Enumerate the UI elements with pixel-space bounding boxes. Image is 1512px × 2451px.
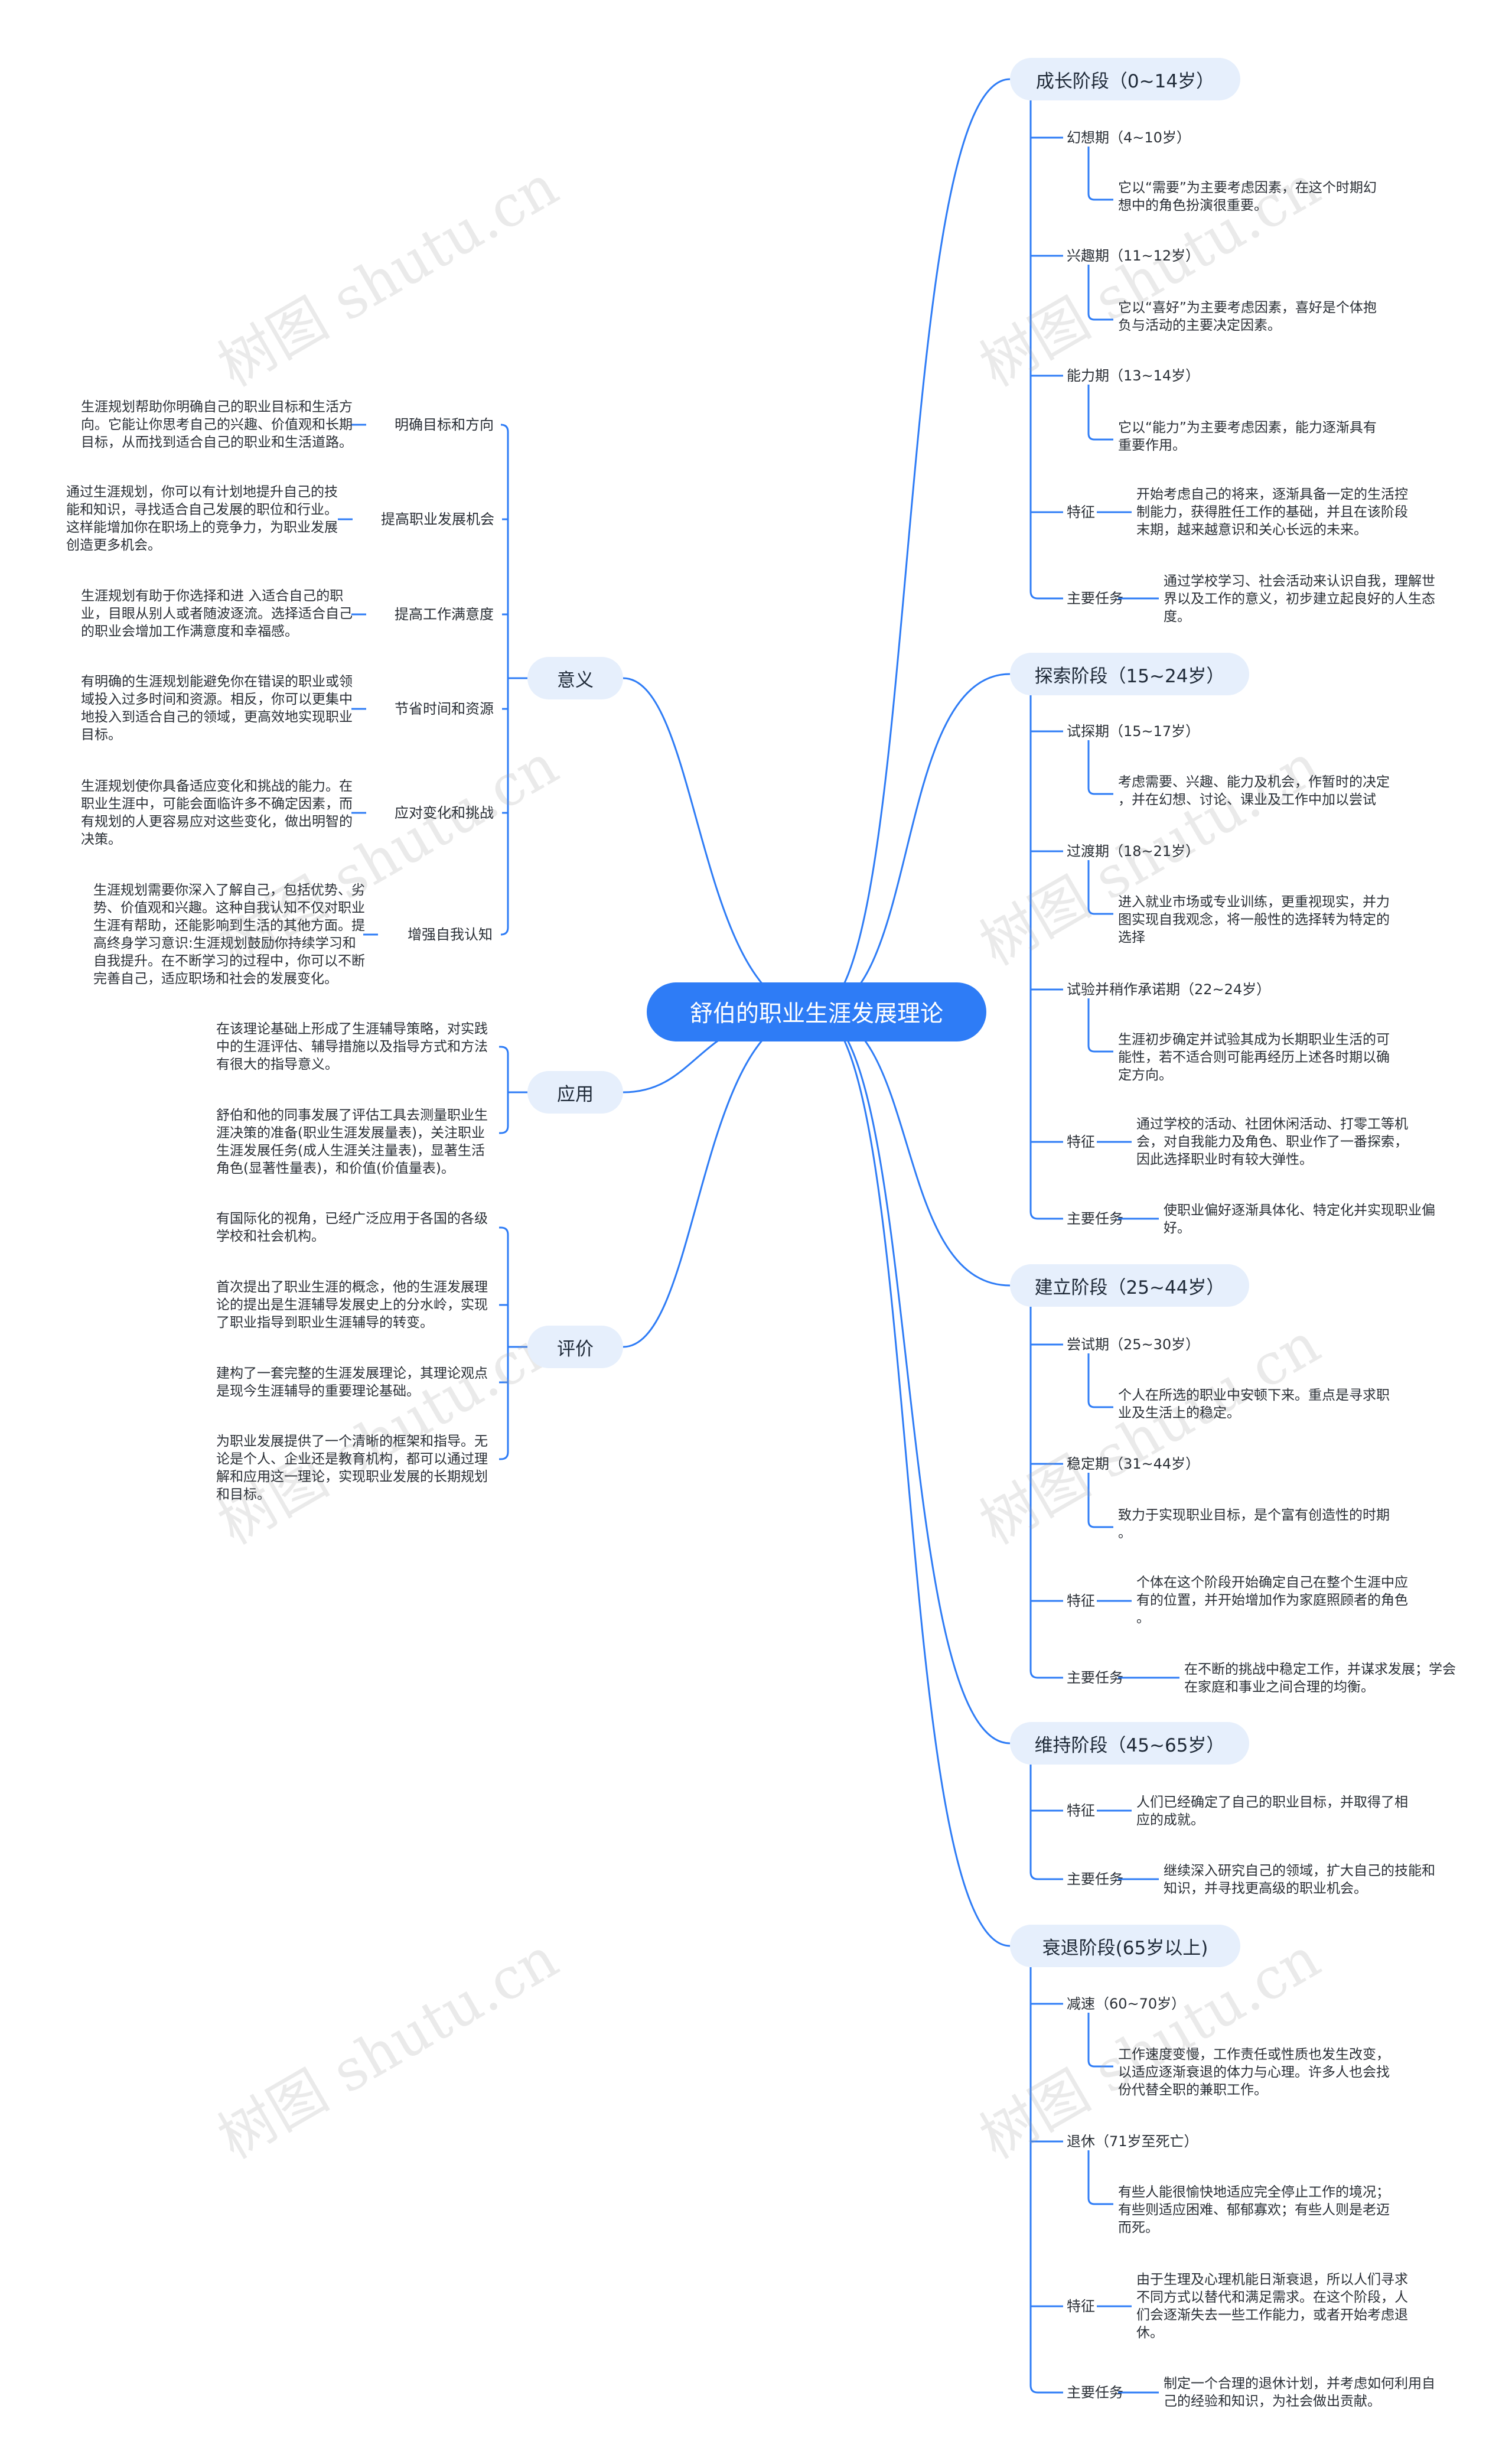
growth-interest[interactable]: 兴趣期（11~12岁） (1067, 248, 1200, 264)
application-item-2: 舒伯和他的同事发展了评估工具去测量职业生 涯决策的准备(职业生涯发展量表)，关注… (216, 1108, 488, 1176)
maintain-task[interactable]: 主要任务 (1067, 1871, 1123, 1887)
root-link-left-0 (623, 677, 816, 1013)
decline-task[interactable]: 主要任务 (1067, 2384, 1123, 2401)
root-link-right-1 (814, 673, 1011, 1013)
meaning-saving-text: 有明确的生涯规划能避免你在错误的职业或领 域投入过多时间和资源。相反，你可以更集… (81, 674, 353, 743)
evaluation-item-4: 为职业发展提供了一个清晰的框架和指导。无 论是个人、企业还是教育机构，都可以通过… (216, 1434, 488, 1502)
decline-task-text: 制定一个合理的退休计划，并考虑如何利用自 己的经验和知识，为社会做出贡献。 (1164, 2376, 1435, 2409)
meaning-change[interactable]: 应对变化和挑战 (395, 805, 494, 821)
root-link-right-3 (814, 1011, 1011, 1744)
evaluation-item-2: 首次提出了职业生涯的概念，他的生涯发展理 论的提出是生涯辅导发展史上的分水岭，实… (216, 1280, 488, 1330)
decline-spine (1029, 1967, 1063, 2394)
branch-evaluation[interactable]: 评价 (527, 1326, 623, 1368)
meaning-top (500, 424, 509, 432)
application-item-1: 在该理论基础上形成了生涯辅导策略，对实践 中的生涯评估、辅导措施以及指导方式和方… (216, 1021, 488, 1072)
growth-interest-text: 它以“喜好”为主要考虑因素，喜好是个体抱 负与活动的主要决定因素。 (1118, 300, 1377, 333)
meaning-opportunity-text: 通过生涯规划，你可以有计划地提升自己的技 能和知识，寻找适合自己发展的职位和行业… (66, 484, 338, 553)
meaning-selfknow-text: 生涯规划需要你深入了解自己，包括优势、劣 势、价值观和兴趣。这种自我认知不仅对职… (93, 883, 365, 987)
elbow-interest (1087, 265, 1113, 321)
stage-establish[interactable]: 建立阶段（25~44岁） (1010, 1264, 1249, 1307)
establish-stable-text: 致力于实现职业目标，是个富有创造性的时期 。 (1118, 1508, 1390, 1541)
root-link-left-2 (623, 1011, 816, 1348)
explore-task-text: 使职业偏好逐渐具体化、特定化并实现职业偏 好。 (1164, 1203, 1435, 1236)
meaning-spine (500, 432, 509, 936)
stage-decline[interactable]: 衰退阶段(65岁以上) (1010, 1925, 1240, 1967)
establish-tryout-text: 个人在所选的职业中安顿下来。重点是寻求职 业及生活上的稳定。 (1118, 1388, 1390, 1421)
explore-commit-text: 生涯初步确定并试验其成为长期职业生活的可 能性，若不适合则可能再经历上述各时期以… (1118, 1032, 1390, 1083)
evaluation-top (499, 1226, 509, 1235)
elbow-commit (1087, 998, 1113, 1053)
explore-feature-text: 通过学校的活动、社团休闲活动、打零工等机 会，对自我能力及角色、职业作了一番探索… (1136, 1117, 1408, 1167)
meaning-saving[interactable]: 节省时间和资源 (395, 701, 494, 717)
establish-task-text: 在不断的挑战中稳定工作，并谋求发展；学会 在家庭和事业之间合理的均衡。 (1184, 1662, 1456, 1695)
root-link-right-4 (814, 1011, 1011, 1947)
stage-explore[interactable]: 探索阶段（15~24岁） (1010, 653, 1249, 695)
application-top (499, 1046, 509, 1054)
growth-fantasy-text: 它以“需要”为主要考虑因素，在这个时期幻 想中的角色扮演很重要。 (1118, 180, 1377, 213)
maintain-feature-text: 人们已经确定了自己的职业目标，并取得了相 应的成就。 (1136, 1795, 1408, 1828)
application-spine (499, 1054, 509, 1134)
root-topic[interactable]: 舒伯的职业生涯发展理论 (647, 982, 986, 1041)
branch-meaning[interactable]: 意义 (527, 657, 623, 699)
growth-feature[interactable]: 特征 (1067, 504, 1095, 520)
decline-retire-text: 有些人能很愉快地适应完全停止工作的境况； 有些则适应困难、郁郁寡欢；有些人则是老… (1118, 2185, 1390, 2235)
growth-capacity-text: 它以“能力”为主要考虑因素，能力逐渐具有 重要作用。 (1118, 420, 1377, 453)
growth-fantasy[interactable]: 幻想期（4~10岁） (1067, 129, 1191, 146)
elbow-stable (1087, 1473, 1113, 1528)
growth-task[interactable]: 主要任务 (1067, 590, 1123, 607)
elbow-transition (1087, 860, 1113, 915)
meaning-selfknow[interactable]: 增强自我认知 (408, 926, 493, 943)
growth-feature-text: 开始考虑自己的将来，逐渐具备一定的生活控 制能力，获得胜任工作的基础，并且在该阶… (1136, 487, 1408, 538)
meaning-satisfaction-text: 生涯规划有助于你选择和进 入适合自己的职 业，目眼从别人或者随波逐流。选择适合自… (81, 588, 353, 639)
maintain-feature[interactable]: 特征 (1067, 1802, 1095, 1819)
elbow-trial (1087, 740, 1113, 795)
root-link-right-0 (814, 78, 1011, 1013)
maintain-task-text: 继续深入研究自己的领域，扩大自己的技能和 知识，并寻找更高级的职业机会。 (1164, 1863, 1435, 1896)
explore-trial-text: 考虑需要、兴趣、能力及机会，作暂时的决定 ，并在幻想、讨论、课业及工作中加以尝试 (1118, 774, 1390, 808)
evaluation-spine (499, 1235, 509, 1460)
establish-tryout[interactable]: 尝试期（25~30岁） (1067, 1336, 1200, 1353)
establish-feature[interactable]: 特征 (1067, 1593, 1095, 1609)
decline-feature-text: 由于生理及心理机能日渐衰退，所以人们寻求 不同方式以替代和满足需求。在这个阶段，… (1136, 2272, 1408, 2341)
elbow-slowdown (1087, 2013, 1113, 2068)
evaluation-item-3: 建构了一套完整的生涯发展理论，其理论观点 是现今生涯辅导的重要理论基础。 (216, 1366, 488, 1399)
meaning-goals[interactable]: 明确目标和方向 (395, 416, 494, 433)
explore-feature[interactable]: 特征 (1067, 1134, 1095, 1150)
explore-spine (1029, 695, 1063, 1220)
establish-feature-text: 个体在这个阶段开始确定自己在整个生涯中应 有的位置，并开始增加作为家庭照顾者的角… (1136, 1575, 1408, 1626)
meaning-opportunity[interactable]: 提高职业发展机会 (381, 511, 494, 528)
establish-stable[interactable]: 稳定期（31~44岁） (1067, 1456, 1200, 1472)
explore-task[interactable]: 主要任务 (1067, 1210, 1123, 1227)
elbow-retire (1087, 2150, 1113, 2205)
evaluation-item-1: 有国际化的视角，已经广泛应用于各国的各级 学校和社会机构。 (216, 1211, 488, 1244)
stage-growth[interactable]: 成长阶段（0~14岁） (1010, 58, 1240, 100)
growth-task-text: 通过学校学习、社会活动来认识自我，理解世 界以及工作的意义，初步建立起良好的人生… (1164, 574, 1435, 624)
explore-transition-text: 进入就业市场或专业训练，更重视现实，并力 图实现自我观念，将一般性的选择转为特定… (1118, 894, 1390, 945)
explore-transition[interactable]: 过渡期（18~21岁） (1067, 843, 1200, 860)
elbow-capacity (1087, 385, 1113, 441)
explore-trial[interactable]: 试探期（15~17岁） (1067, 723, 1200, 740)
branch-application[interactable]: 应用 (527, 1071, 623, 1114)
meaning-change-text: 生涯规划使你具备适应变化和挑战的能力。在 职业生涯中，可能会面临许多不确定因素，… (81, 779, 353, 847)
establish-task[interactable]: 主要任务 (1067, 1669, 1123, 1686)
meaning-goals-text: 生涯规划帮助你明确自己的职业目标和生活方 向。它能让你思考自己的兴趣、价值观和长… (81, 399, 353, 450)
decline-feature[interactable]: 特征 (1067, 2298, 1095, 2315)
decline-retire[interactable]: 退休（71岁至死亡） (1067, 2133, 1198, 2150)
explore-commit[interactable]: 试验并稍作承诺期（22~24岁） (1067, 981, 1271, 998)
root-link-right-2 (814, 1011, 1011, 1287)
maintain-spine (1029, 1765, 1063, 1880)
elbow-tryout (1087, 1353, 1113, 1408)
elbow-fantasy (1087, 147, 1113, 201)
growth-capacity[interactable]: 能力期（13~14岁） (1067, 367, 1200, 384)
meaning-satisfaction[interactable]: 提高工作满意度 (395, 606, 494, 623)
decline-slowdown[interactable]: 减速（60~70岁） (1067, 1996, 1186, 2012)
stage-maintain[interactable]: 维持阶段（45~65岁） (1010, 1722, 1249, 1765)
growth-spine (1029, 100, 1063, 600)
decline-slowdown-text: 工作速度变慢，工作责任或性质也发生改变， 以适应逐渐衰退的体力与心理。许多人也会… (1118, 2047, 1390, 2098)
establish-spine (1029, 1307, 1063, 1679)
